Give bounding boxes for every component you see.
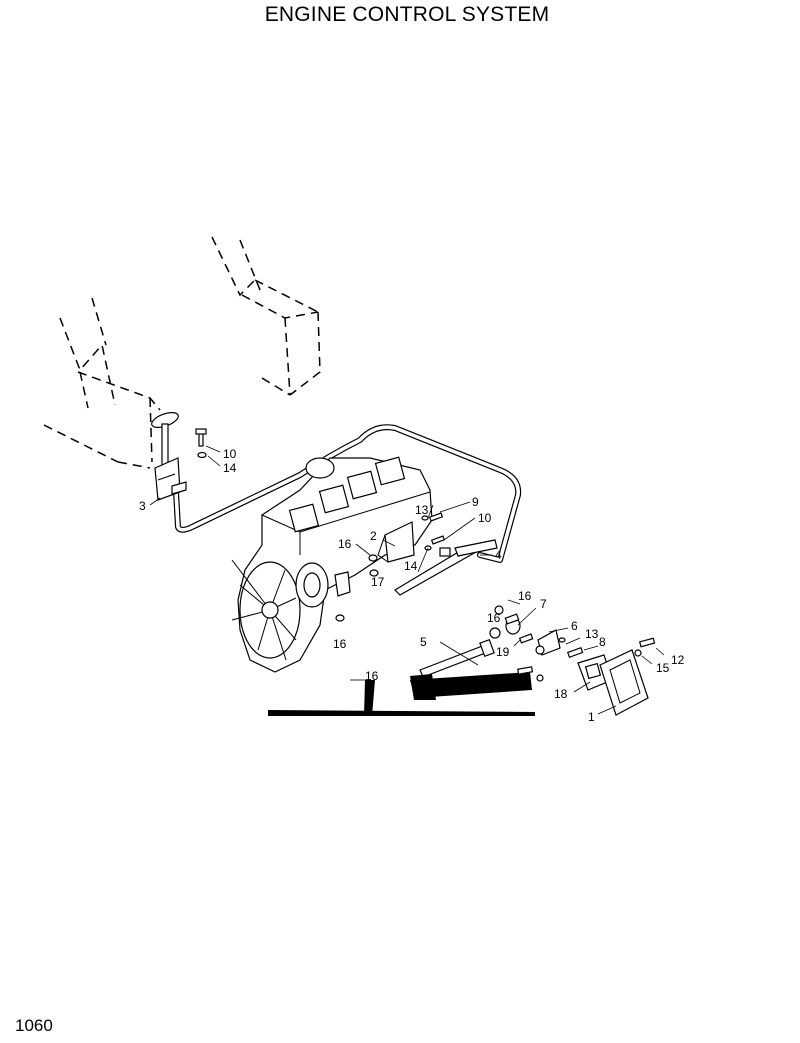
callout-label: 9 [472, 495, 479, 509]
callout-label: 12 [671, 653, 685, 667]
lever-bolt [195, 428, 207, 459]
callout-label: 7 [540, 597, 547, 611]
engine-clamp [334, 571, 351, 622]
callout-label: 16 [518, 589, 532, 603]
callout-label: 10 [223, 447, 237, 461]
cab-outline-left [43, 297, 161, 469]
callout-label: 13 [415, 503, 429, 517]
page-number: 1060 [15, 1016, 53, 1035]
callout-label: 10 [478, 511, 492, 525]
callout-label: 13 [585, 627, 599, 641]
plate-bolts [634, 637, 656, 657]
small-hardware [368, 512, 446, 577]
callout-label: 6 [571, 619, 578, 633]
callout-label: 3 [139, 499, 146, 513]
callout-label: 8 [599, 635, 606, 649]
cab-outline-right [211, 236, 321, 396]
mount-plate [599, 649, 649, 716]
page-title: ENGINE CONTROL SYSTEM [264, 3, 550, 26]
throttle-lever [151, 412, 187, 501]
callout-label: 1 [588, 710, 595, 724]
cable-end-rod [394, 539, 498, 596]
callout-label: 14 [223, 461, 237, 475]
engine-block [231, 456, 433, 673]
engine-fan [231, 559, 301, 661]
cable-bracket [377, 521, 415, 563]
part-callouts: 10 14 3 9 13 10 2 16 4 14 17 16 16 7 16 … [139, 447, 685, 724]
callout-label: 15 [656, 661, 670, 675]
callout-label: 18 [554, 687, 568, 701]
callout-label: 4 [495, 548, 502, 562]
callout-leaders [149, 445, 665, 715]
callout-label: 17 [371, 575, 385, 589]
callout-label: 16 [365, 669, 379, 683]
governor-linkage-rod [419, 605, 504, 678]
callout-label: 16 [333, 637, 347, 651]
control-cable [173, 424, 522, 563]
callout-label: 14 [404, 559, 418, 573]
callout-label: 5 [420, 635, 427, 649]
callout-label: 16 [487, 611, 501, 625]
linkage-arm [504, 613, 584, 682]
base-frame [268, 672, 535, 716]
callout-label: 16 [338, 537, 352, 551]
callout-label: 19 [496, 645, 510, 659]
callout-label: 2 [370, 529, 377, 543]
